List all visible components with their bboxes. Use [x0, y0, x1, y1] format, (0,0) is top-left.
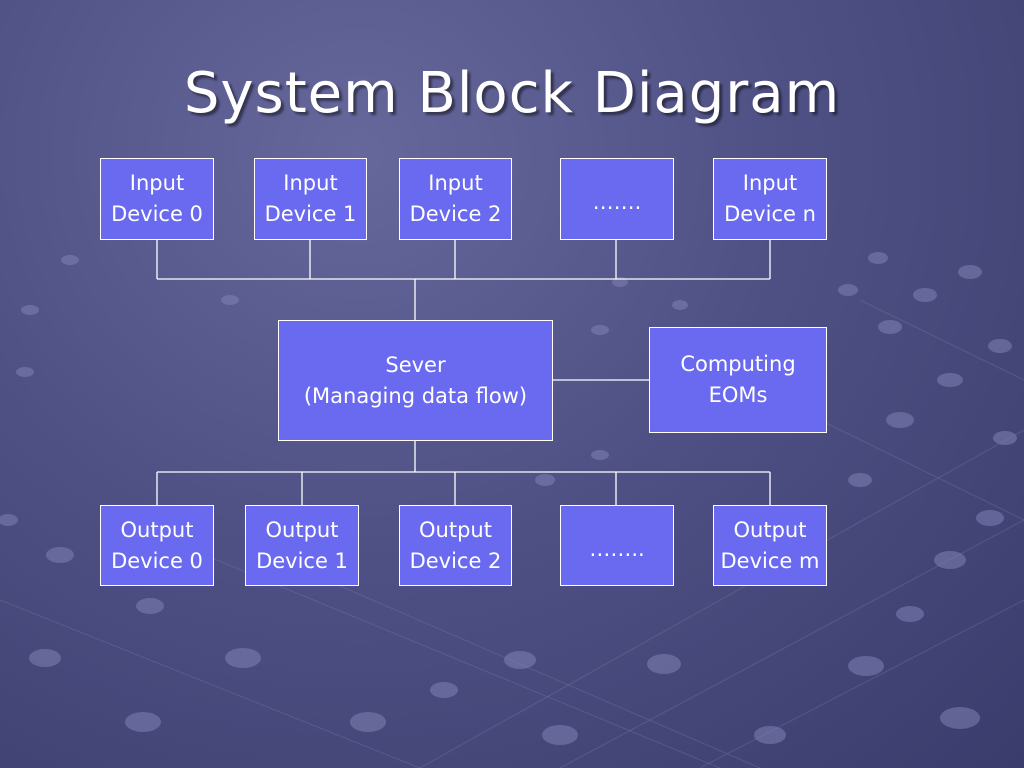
- computing-label-line2: EOMs: [708, 383, 768, 407]
- input-device-ellipsis-box: …….: [560, 158, 674, 240]
- server-box: Sever (Managing data flow): [278, 320, 553, 441]
- output-device-ellipsis-box: ……..: [560, 505, 674, 586]
- computing-eoms-box: Computing EOMs: [649, 327, 827, 433]
- output-device-m-box: Output Device m: [713, 505, 827, 586]
- server-label-line2: (Managing data flow): [303, 383, 528, 408]
- node-label-line1: Input: [742, 171, 798, 195]
- node-label-line1: Input: [428, 171, 483, 195]
- node-label-line2: Device m: [720, 548, 820, 573]
- output-device-2-box: Output Device 2: [399, 505, 512, 586]
- node-label-line2: Device 2: [409, 548, 502, 573]
- page-title: System Block Diagram: [183, 61, 841, 126]
- node-label-line1: Output: [419, 517, 492, 542]
- node-label-line1: …….: [592, 190, 642, 214]
- node-label-line1: Output: [265, 517, 339, 542]
- input-device-1-box: Input Device 1: [254, 158, 367, 240]
- output-device-1-box: Output Device 1: [245, 505, 359, 586]
- output-device-0-box: Output Device 0: [100, 505, 214, 586]
- node-label-line2: Device n: [724, 202, 816, 226]
- computing-label-line1: Computing: [680, 352, 796, 376]
- node-label-line2: Device 0: [111, 548, 203, 573]
- node-label-line1: ……..: [589, 537, 645, 561]
- node-label-line1: Output: [120, 517, 194, 542]
- server-label-line1: Sever: [385, 352, 446, 377]
- input-device-0-box: Input Device 0: [100, 158, 214, 240]
- node-label-line1: Input: [129, 171, 185, 195]
- node-label-line2: Device 1: [264, 202, 357, 226]
- input-device-n-box: Input Device n: [713, 158, 827, 240]
- node-label-line2: Device 1: [256, 548, 348, 573]
- input-device-2-box: Input Device 2: [399, 158, 512, 240]
- node-label-line2: Device 0: [111, 202, 203, 226]
- node-label-line2: Device 2: [409, 202, 502, 226]
- node-label-line1: Input: [283, 171, 338, 195]
- node-label-line1: Output: [733, 517, 807, 542]
